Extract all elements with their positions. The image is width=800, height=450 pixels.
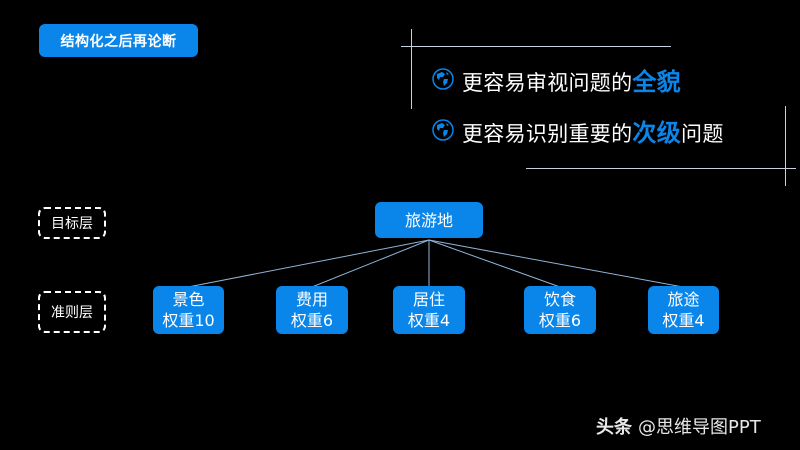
criteria-name: 饮食 xyxy=(543,290,576,309)
criteria-weight: 权重4 xyxy=(662,311,705,330)
criteria-layer-label: 准则层 xyxy=(38,291,106,333)
criteria-name: 居住 xyxy=(412,290,445,309)
deco-line-bottom-h xyxy=(526,168,796,169)
criteria-node[interactable]: 景色 权重10 xyxy=(153,286,224,334)
watermark: 头条 @思维导图PPT xyxy=(596,413,761,439)
bullet-highlight: 次级 xyxy=(632,118,682,147)
criteria-layer-text: 准则层 xyxy=(51,305,93,321)
bullet-text: 更容易审视问题的全貌 xyxy=(462,67,682,96)
bullet-item: 更容易审视问题的全貌 xyxy=(432,64,682,96)
root-node[interactable]: 旅游地 xyxy=(375,202,483,238)
criteria-node[interactable]: 旅途 权重4 xyxy=(648,286,719,334)
criteria-node[interactable]: 饮食 权重6 xyxy=(524,286,596,334)
criteria-node[interactable]: 居住 权重4 xyxy=(393,286,465,334)
bullet-text: 更容易识别重要的次级问题 xyxy=(462,118,724,147)
bullet-item: 更容易识别重要的次级问题 xyxy=(432,115,724,147)
deco-line-top-v xyxy=(411,29,412,109)
connector-line xyxy=(187,239,430,288)
connector-line xyxy=(311,239,430,288)
criteria-weight: 权重10 xyxy=(162,311,215,330)
goal-layer-label: 目标层 xyxy=(38,207,106,239)
criteria-node[interactable]: 费用 权重6 xyxy=(276,286,348,334)
criteria-weight: 权重4 xyxy=(407,311,451,330)
connector-line xyxy=(428,239,684,288)
criteria-name: 景色 xyxy=(172,290,205,309)
criteria-weight: 权重6 xyxy=(290,311,334,330)
criteria-name: 费用 xyxy=(295,290,328,309)
deco-line-top-h xyxy=(401,46,671,47)
root-node-label: 旅游地 xyxy=(404,210,453,230)
watermark-brand: 头条 xyxy=(596,417,632,438)
section-title-button[interactable]: 结构化之后再论断 xyxy=(39,24,198,57)
deco-line-bottom-v xyxy=(785,106,786,186)
connector-line xyxy=(428,239,561,288)
bullet-highlight: 全貌 xyxy=(632,67,682,96)
section-title-label: 结构化之后再论断 xyxy=(60,33,177,50)
watermark-handle: @思维导图PPT xyxy=(638,417,761,438)
globe-icon xyxy=(432,119,454,141)
goal-layer-text: 目标层 xyxy=(51,216,93,232)
criteria-name: 旅途 xyxy=(667,290,700,309)
criteria-weight: 权重6 xyxy=(538,311,582,330)
globe-icon xyxy=(432,68,454,90)
